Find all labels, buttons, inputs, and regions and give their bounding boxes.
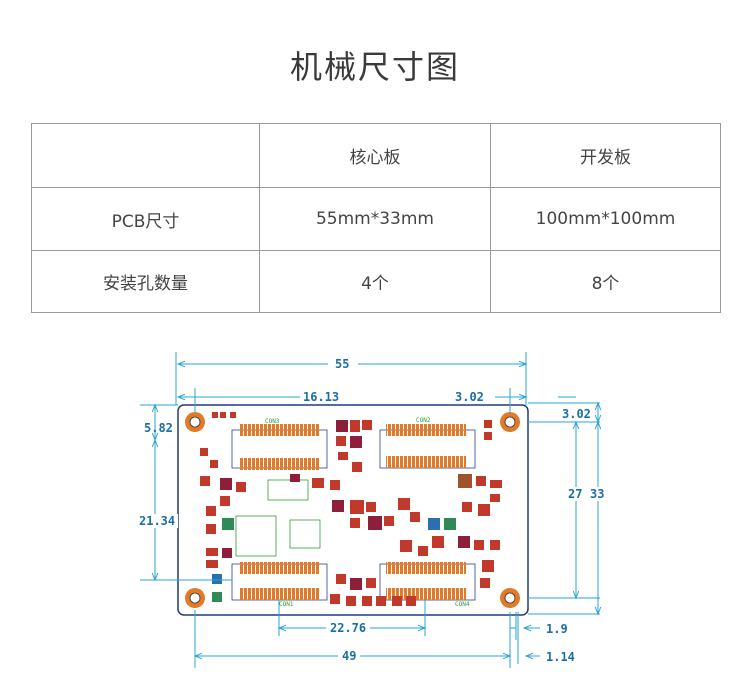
dim-bottom-total: 49 (342, 649, 356, 663)
dim-right-hole-top: 3.02 (562, 407, 591, 421)
mounting-hole (185, 588, 205, 608)
mounting-hole (500, 412, 520, 432)
table-header-cell: 开发板 (490, 123, 721, 188)
dim-right-hole-inset: 3.02 (455, 390, 484, 404)
connector-label: CON1 (279, 601, 294, 608)
spec-table: 核心板 开发板 PCB尺寸 55mm*33mm 100mm*100mm 安装孔数… (31, 123, 721, 313)
connector-label: CON3 (265, 418, 280, 425)
connector-label: CON2 (416, 417, 431, 424)
dim-left-height: 21.34 (139, 514, 175, 528)
table-header-cell: 核心板 (259, 123, 491, 188)
table-row: PCB尺寸 55mm*33mm 100mm*100mm (31, 187, 721, 251)
dim-bottom-span: 22.76 (330, 621, 366, 635)
table-header-row: 核心板 开发板 (31, 123, 721, 188)
table-cell: 100mm*100mm (490, 187, 721, 251)
page-title: 机械尺寸图 (289, 48, 460, 86)
table-cell: 8个 (490, 250, 721, 313)
connector-con3: CON3 (231, 418, 328, 470)
mounting-hole (185, 412, 205, 432)
table-cell: 4个 (259, 250, 491, 313)
dim-right-inner: 27 (568, 487, 582, 501)
connector-label: CON4 (455, 601, 470, 608)
table-row: 安装孔数量 4个 8个 (31, 250, 721, 313)
dim-bottom-small-b: 1.14 (546, 650, 575, 664)
dim-left-hole-x: 16.13 (303, 390, 339, 404)
dim-board-width: 55 (335, 357, 349, 371)
dim-board-height: 33 (590, 487, 604, 501)
dim-bottom-small-a: 1.9 (546, 622, 568, 636)
connector-con1: CON1 (231, 562, 328, 608)
components (200, 412, 502, 606)
pcb-board: CON3 CON2 CON1 CON4 (177, 404, 529, 616)
dim-left-top: 5.82 (144, 421, 173, 435)
table-header-cell (31, 123, 260, 188)
dimension-labels: 55 16.13 3.02 3.02 5.82 21.34 27 33 22.7… (138, 357, 606, 664)
connector-con2: CON2 (379, 417, 476, 469)
mounting-hole (500, 588, 520, 608)
